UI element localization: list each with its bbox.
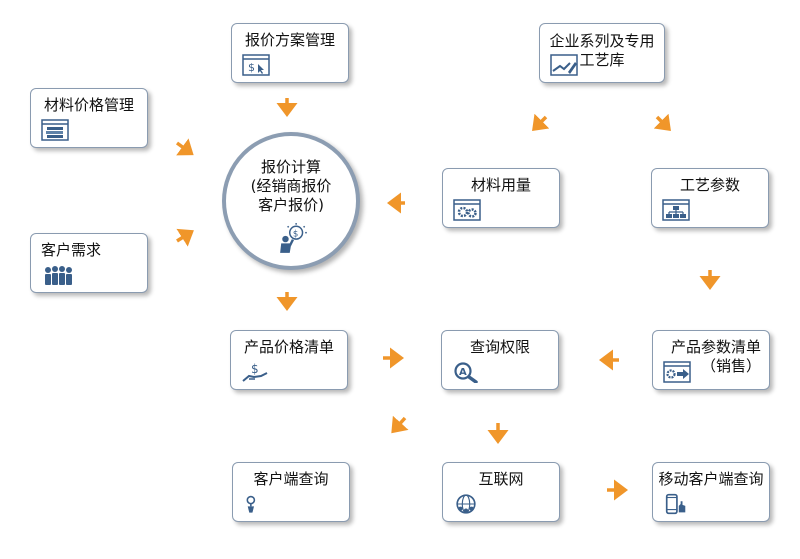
node-label: 工艺参数 bbox=[679, 176, 740, 194]
node-mobile-client-query[interactable]: 移动客户端查询 bbox=[652, 462, 770, 522]
svg-text:$: $ bbox=[251, 362, 259, 376]
globe-network-icon bbox=[456, 494, 476, 514]
node-label: 材料价格管理 bbox=[43, 96, 134, 114]
node-internet[interactable]: 互联网 bbox=[442, 462, 560, 522]
mobile-phone-icon bbox=[665, 493, 686, 515]
node-material-usage[interactable]: 材料用量 bbox=[442, 168, 560, 228]
arrow-enterprise-to-usage bbox=[532, 113, 550, 131]
arrow-needs-to-calc bbox=[176, 228, 194, 247]
arrow-material-price-to-calc bbox=[175, 138, 194, 156]
gears-window-icon bbox=[453, 199, 481, 221]
node-label: 材料用量 bbox=[470, 176, 531, 194]
node-label: 产品参数清单 （销售） bbox=[670, 338, 761, 375]
svg-text:A: A bbox=[459, 367, 467, 378]
stacked-books-icon bbox=[41, 119, 69, 141]
node-client-query[interactable]: 客户端查询 bbox=[232, 462, 350, 522]
node-customer-needs[interactable]: 客户需求 bbox=[30, 233, 148, 293]
hierarchy-window-icon bbox=[662, 199, 690, 221]
people-group-icon bbox=[45, 266, 72, 285]
person-search-icon bbox=[246, 495, 256, 513]
settings-arrow-window-icon bbox=[663, 361, 691, 383]
node-label: 报价计算 (经销商报价 客户报价) bbox=[250, 158, 332, 214]
svg-text:$: $ bbox=[293, 229, 298, 239]
node-label: 查询权限 bbox=[469, 338, 530, 356]
node-material-price-management[interactable]: 材料价格管理 bbox=[30, 88, 148, 148]
arrow-permission-to-client bbox=[391, 415, 409, 434]
map-edit-icon bbox=[550, 54, 578, 76]
node-quote-calculation[interactable]: 报价计算 (经销商报价 客户报价) $ bbox=[222, 132, 360, 270]
svg-text:$: $ bbox=[248, 61, 255, 74]
node-product-price-list[interactable]: 产品价格清单 $ bbox=[230, 330, 348, 390]
node-label: 互联网 bbox=[478, 470, 524, 488]
node-query-permission[interactable]: 查询权限 A bbox=[441, 330, 559, 390]
search-icon: A bbox=[454, 362, 478, 383]
node-product-parameter-list[interactable]: 产品参数清单 （销售） bbox=[652, 330, 770, 390]
dollar-cursor-window-icon: $ bbox=[242, 54, 270, 76]
node-label: 报价方案管理 bbox=[244, 31, 335, 49]
node-process-parameters[interactable]: 工艺参数 bbox=[651, 168, 769, 228]
hand-dollar-icon: $ bbox=[242, 362, 268, 382]
node-label: 客户端查询 bbox=[253, 470, 329, 488]
node-label: 客户需求 bbox=[41, 241, 102, 259]
idea-dollar-icon: $ bbox=[280, 223, 307, 253]
node-scheme-management[interactable]: 报价方案管理 $ bbox=[231, 23, 349, 83]
node-label: 企业系列及专用 工艺库 bbox=[549, 32, 655, 69]
node-label: 产品价格清单 bbox=[243, 338, 334, 356]
node-enterprise-process-library[interactable]: 企业系列及专用 工艺库 bbox=[539, 23, 665, 83]
node-label: 移动客户端查询 bbox=[658, 470, 764, 488]
arrow-enterprise-to-params bbox=[653, 113, 671, 131]
